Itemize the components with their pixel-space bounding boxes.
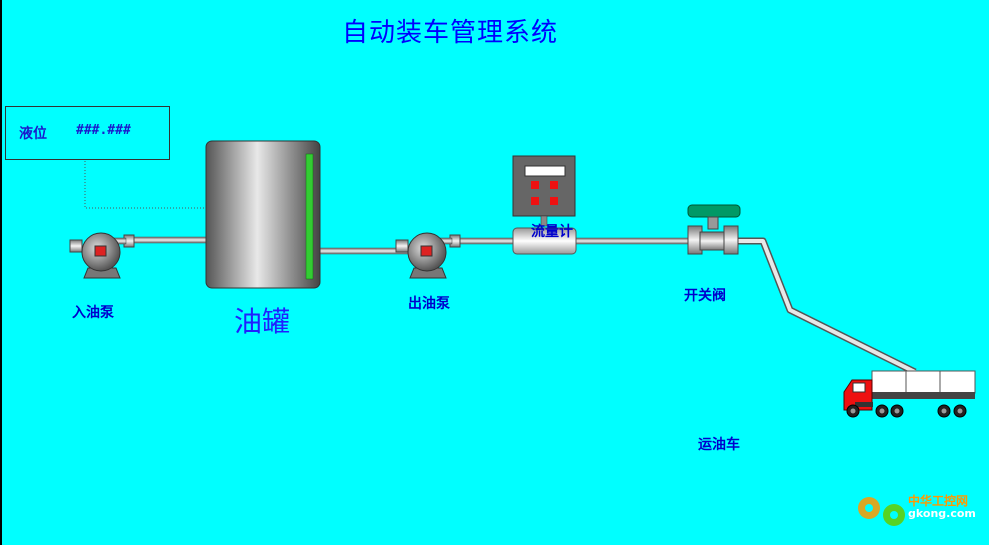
inlet-pump[interactable] [69, 232, 135, 279]
oil-truck[interactable] [843, 370, 976, 418]
switch-valve[interactable] [687, 204, 741, 255]
outlet-pump-label: 出油泵 [408, 296, 450, 312]
level-panel: 液位 ###.### [5, 106, 170, 160]
outlet-pump[interactable] [395, 232, 461, 279]
window-left-border [0, 0, 2, 545]
valve-label: 开关阀 [684, 288, 726, 304]
inlet-pump-label: 入油泵 [72, 305, 114, 321]
tank-level-bar [305, 153, 314, 280]
level-value: ###.### [76, 123, 131, 138]
flow-meter-label: 流量计 [531, 224, 573, 240]
watermark-domain: gkong.com [908, 507, 976, 520]
watermark-name: 中华工控网 [908, 494, 969, 508]
flow-meter[interactable] [512, 155, 577, 255]
oil-tank[interactable] [205, 140, 321, 289]
level-label: 液位 [19, 126, 47, 142]
level-connector-line [84, 161, 206, 209]
page-title: 自动装车管理系统 [342, 18, 559, 48]
watermark-gear-icon [858, 497, 905, 526]
tank-label: 油罐 [234, 305, 291, 338]
truck-label: 运油车 [698, 437, 740, 453]
